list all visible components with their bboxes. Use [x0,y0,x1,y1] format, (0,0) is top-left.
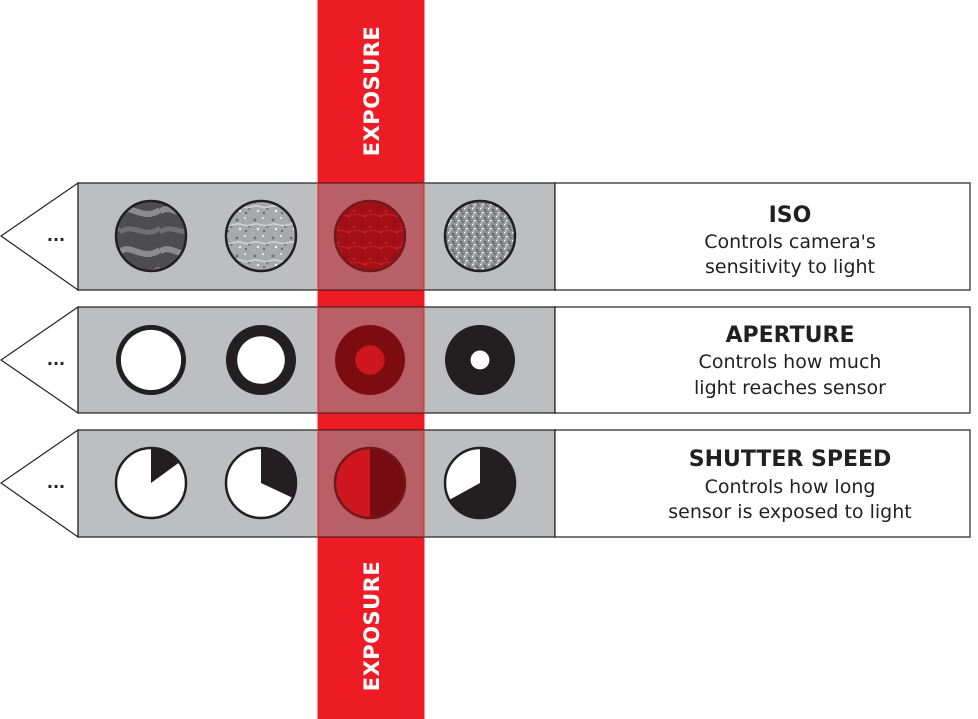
iso-left-more: ... [47,226,65,245]
aperture-opening-2 [237,336,285,384]
exposure-overlay-aperture [318,307,424,413]
iso-sample-1 [114,199,188,273]
exposure-label-bottom: EXPOSURE [360,561,384,691]
exposure-band-edge [317,0,425,719]
aperture-opening-1 [120,329,182,391]
exposure-overlay-iso [318,183,424,290]
aperture-row: ... ... APERTURE Controls how much light… [0,305,971,415]
shutter-description-line-1: Controls how long [705,476,876,498]
shutter-exposed-segment-4 [449,447,516,518]
exposure-overlay-shutter [318,430,424,537]
iso-label-box [554,182,971,291]
shutter-description-line-2: sensor is exposed to light [668,501,911,523]
iso-description-line-1: Controls camera's [704,231,875,253]
aperture-left-more: ... [47,350,65,369]
exposure-label-top: EXPOSURE [360,26,384,156]
iso-row: ... ... ISO Controls camera's sensitivit… [0,181,971,292]
aperture-label-box [554,306,971,414]
iso-left-arrow[interactable] [0,181,79,292]
shutter-exposed-segment-1 [151,448,180,483]
aperture-left-arrow[interactable] [0,305,79,415]
shutter-title: SHUTTER SPEED [689,447,892,472]
iso-description-line-2: sensitivity to light [705,256,875,278]
shutter-row: ... ... SHUTTER SPEED Controls how long … [0,428,971,539]
shutter-label-box [554,429,971,538]
iso-title: ISO [769,203,812,228]
aperture-opening-4 [470,350,490,370]
shutter-left-more: ... [47,473,65,492]
shutter-dial-outline-2 [224,446,298,520]
aperture-description-line-1: Controls how much [699,351,882,373]
shutter-dial-outline-1 [114,446,188,520]
shutter-dial-outline-4 [443,446,517,520]
shutter-left-arrow[interactable] [0,428,79,539]
iso-sample-4 [443,199,517,273]
iso-sample-2 [224,199,298,273]
aperture-title: APERTURE [726,323,855,348]
aperture-description-line-2: light reaches sensor [694,377,886,399]
